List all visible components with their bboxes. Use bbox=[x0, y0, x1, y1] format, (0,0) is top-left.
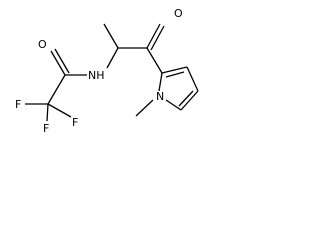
atom-n-pyrrole: N bbox=[156, 90, 164, 103]
bond-ketone-co-1 bbox=[146, 23, 161, 49]
bond-nh-alpha bbox=[106, 47, 119, 69]
bond-amide-co-2 bbox=[54, 48, 70, 74]
bond-ring-double-2 bbox=[178, 90, 194, 107]
bond-alpha-methyl bbox=[103, 23, 119, 49]
bond-ring-c3-c4 bbox=[186, 66, 199, 92]
bond-ring-double-1 bbox=[165, 71, 185, 78]
bond-amide-co-1 bbox=[50, 50, 66, 76]
atom-f-bottom1: F bbox=[43, 122, 49, 135]
bond-c-f-bottom2 bbox=[47, 103, 72, 118]
atom-o-amide: O bbox=[38, 38, 47, 51]
atom-o-ketone: O bbox=[174, 7, 183, 20]
bonds bbox=[25, 23, 199, 122]
structure-diagram: O NH O F F F N bbox=[15, 7, 199, 135]
atom-nh: NH bbox=[88, 69, 105, 82]
bond-ketone-co-2 bbox=[150, 25, 165, 51]
bond-ring-c2-c3 bbox=[161, 66, 188, 74]
atom-f-left: F bbox=[15, 98, 21, 111]
bond-c-f-bottom1 bbox=[46, 103, 49, 122]
bond-n-methyl bbox=[135, 99, 154, 117]
atom-labels: O NH O F F F N bbox=[15, 7, 183, 135]
bond-ring-c5-n bbox=[165, 99, 182, 111]
bond-ketone-pyrrole bbox=[146, 47, 163, 74]
bond-ring-c4-c5 bbox=[180, 90, 199, 111]
bond-ring-n-c2 bbox=[158, 72, 163, 92]
atom-f-bottom2: F bbox=[72, 116, 78, 129]
bond-cf3-carbonyl bbox=[47, 74, 66, 105]
